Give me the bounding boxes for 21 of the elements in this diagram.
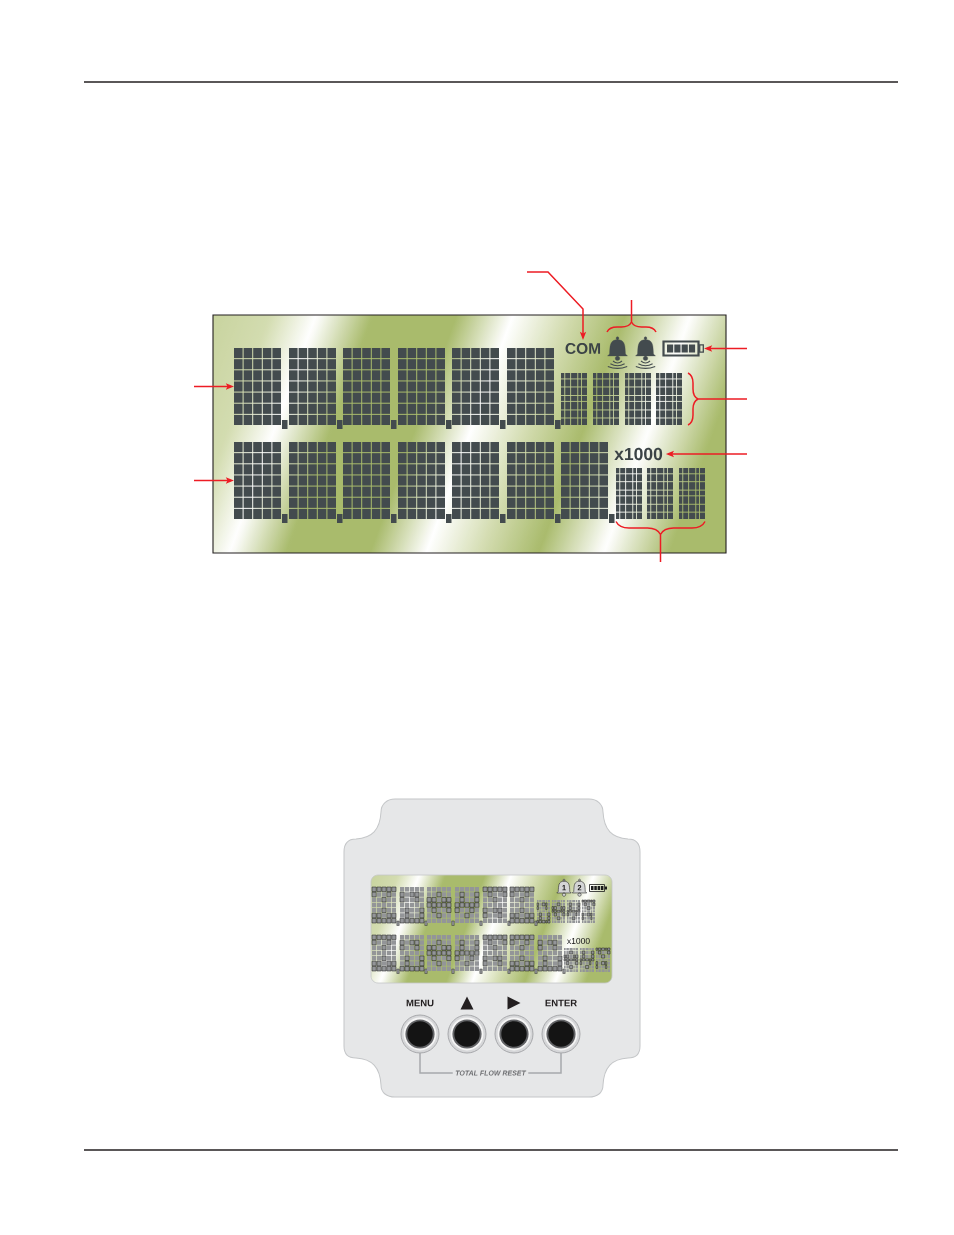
push-button: [400, 1014, 440, 1054]
dot-matrix-row-drawing: [234, 442, 615, 523]
bell-icon: [635, 336, 656, 369]
button-label: ▶: [507, 996, 521, 1010]
bracket-leader: [606, 299, 657, 333]
push-button: [494, 1014, 534, 1054]
button-label: ENTER: [545, 999, 577, 1007]
push-button: [447, 1014, 487, 1054]
multiplier-label: x1000: [614, 447, 663, 461]
button-label: MENU: [406, 999, 434, 1007]
push-button: [541, 1014, 581, 1054]
dot-matrix-row-drawing: [234, 348, 561, 429]
indicator-label: COM: [565, 343, 601, 354]
bracket-leader: [615, 520, 706, 563]
dot-matrix-row-drawing: [561, 373, 682, 425]
bell-icon: [607, 336, 628, 369]
lcd-panel: [212, 314, 727, 554]
button-label: ▲: [460, 996, 474, 1010]
battery-icon: [662, 340, 704, 357]
dot-matrix-row-drawing: [616, 468, 705, 519]
multiplier-label: x1000: [567, 938, 590, 944]
